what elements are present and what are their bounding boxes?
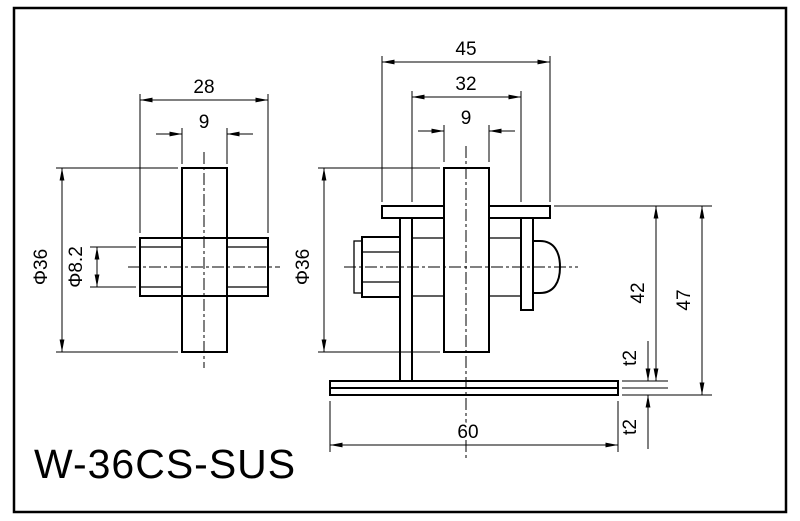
dim-text-60: 60 [457,422,478,443]
dim-text-47: 47 [674,289,695,310]
dim-text-t2-lower: t2 [620,419,641,435]
part-number: W-36CS-SUS [34,441,296,487]
dimension-heights: 42 47 [554,205,712,396]
dimension-wheel-dia-right: Φ36 [293,167,440,353]
dimension-lower-plate-thickness: t2 [620,395,651,449]
dim-text-9: 9 [199,112,210,133]
dim-text-t2-upper: t2 [620,350,641,366]
dimension-upper-plate-thickness: t2 [620,341,651,381]
dimension-wheel-width-right: 9 [418,108,515,162]
dim-text-dia36: Φ36 [293,249,314,285]
dim-text-42: 42 [628,282,649,303]
dimension-bracket-outer-width: 45 [381,39,551,202]
dimension-wheel-width-left: 9 [156,112,253,164]
dimension-bore-dia: Φ8.2 [64,244,136,290]
dimension-wheel-dia-left: Φ36 [31,167,178,353]
dim-text-45: 45 [455,39,476,60]
dimension-hub-width: 28 [139,77,269,233]
dim-text-28: 28 [193,77,214,98]
right-view: 45 32 9 Φ36 [293,39,712,458]
dimension-bracket-inner-width: 32 [411,74,522,202]
dim-text-9: 9 [461,108,472,129]
dim-text-dia8-2: Φ8.2 [66,246,87,288]
dimension-base-width: 60 [329,401,619,452]
dim-text-dia36: Φ36 [31,249,52,285]
left-view: 28 9 Φ36 Φ8.2 [31,77,280,368]
dim-text-32: 32 [455,74,476,95]
